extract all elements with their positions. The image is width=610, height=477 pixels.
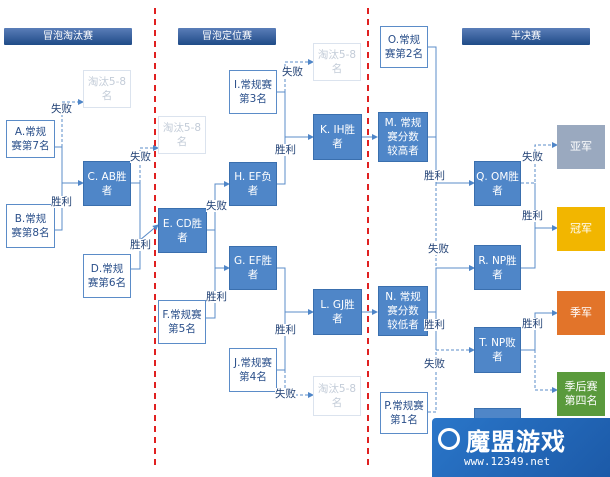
watermark-banner [432,418,610,477]
box-j: J.常规赛 第4名 [229,348,277,392]
edge-label-lose: 失败 [522,151,543,163]
edge-label-lose: 失败 [428,243,449,255]
edge-label-win: 胜利 [51,196,72,208]
edge-label-lose: 失败 [275,388,296,400]
edge-label-win: 胜利 [522,210,543,222]
header-elimination: 冒泡淘汰赛 [4,28,132,45]
edge-label-win: 胜利 [275,324,296,336]
box-np-winner: R. NP胜 者 [474,245,521,290]
box-np-loser: T. NP败 者 [474,327,521,373]
result-champion: 冠军 [557,207,605,251]
edge-label-lose: 失败 [282,66,303,78]
box-eliminated: 淘汰5-8 名 [83,70,131,108]
edge-label-win: 胜利 [424,170,445,182]
box-p: P.常规赛 第1名 [380,392,428,434]
box-eliminated: 淘汰5-8 名 [313,43,361,81]
box-ab-winner: C. AB胜 者 [83,161,131,206]
box-ih-winner: K. IH胜 者 [313,114,362,160]
box-ef-loser: H. EF负 者 [229,162,277,206]
watermark-url: www.12349.net [464,455,551,468]
box-b: B.常规 赛第8名 [6,204,55,248]
box-eliminated: 淘汰5-8 名 [313,376,361,416]
box-o: O.常规 赛第2名 [380,26,428,68]
edge-label-win: 胜利 [206,291,227,303]
edge-label-win: 胜利 [130,239,151,251]
result-fourth: 季后赛 第四名 [557,372,605,416]
header-positioning: 冒泡定位赛 [178,28,276,45]
box-a: A.常规 赛第7名 [6,120,55,158]
box-i: I.常规赛 第3名 [229,70,277,114]
watermark-title: 魔盟游戏 [466,428,566,456]
edge-label-win: 胜利 [522,318,543,330]
result-runner-up: 亚军 [557,125,605,169]
edge-label-win: 胜利 [275,144,296,156]
edge-label-win: 胜利 [424,319,445,331]
box-n-lower: N. 常规 赛分数 较低者 [378,286,428,336]
edge-label-lose: 失败 [206,200,227,212]
box-ef-winner: G. EF胜 者 [229,246,277,290]
box-f: F.常规赛 第5名 [158,300,206,344]
box-d: D.常规 赛第6名 [83,254,131,298]
header-semifinal: 半决赛 [462,28,590,45]
edge-label-lose: 失败 [130,151,151,163]
box-eliminated: 淘汰5-8 名 [158,116,206,154]
result-third: 季军 [557,291,605,335]
box-cd-winner: E. CD胜 者 [158,208,207,253]
box-gj-winner: L. GJ胜 者 [313,289,362,335]
edge-label-lose: 失败 [424,358,445,370]
watermark-logo-icon [438,428,460,450]
box-om-winner: Q. OM胜 者 [474,161,521,206]
edge-label-lose: 失败 [51,103,72,115]
box-m-higher: M. 常规 赛分数 较高者 [378,112,428,162]
